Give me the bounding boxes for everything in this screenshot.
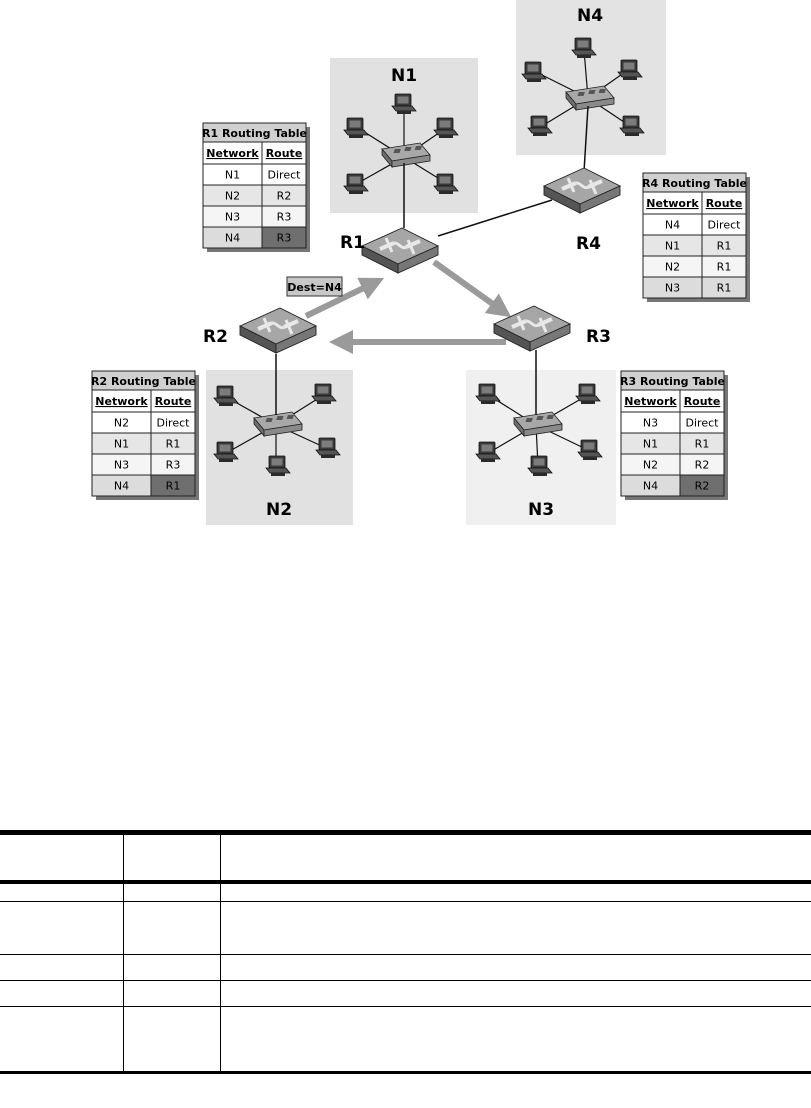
cell-network: N3 [114, 459, 129, 472]
table-row-divider [0, 901, 811, 902]
routing-table-title: R3 Routing Table [620, 375, 725, 388]
table-row: N4 R3 [202, 226, 307, 249]
router-r1-icon [360, 226, 440, 275]
cell-route: R1 [166, 438, 181, 451]
table-row: N2 R2 [620, 453, 725, 476]
cell-route: R1 [166, 480, 181, 493]
backbone-links [275, 105, 589, 415]
network-n3-label: N3 [528, 500, 554, 520]
router-r4-icon [542, 166, 622, 215]
cell-route: R3 [277, 232, 292, 245]
column-header-network: Network [624, 395, 677, 408]
router-r2-label: R2 [203, 327, 228, 347]
table-row: N4 R1 [91, 474, 196, 497]
table-row: N3 Direct [620, 411, 725, 434]
table-top-rule [0, 830, 811, 835]
cell-route: R3 [277, 211, 292, 224]
table-row-divider [0, 1006, 811, 1007]
table-row: N1 R1 [91, 432, 196, 455]
cell-route: R1 [717, 240, 732, 253]
table-row: N2 R2 [202, 184, 307, 207]
table-row: N1 R1 [642, 234, 747, 257]
cell-network: N2 [225, 190, 240, 203]
cell-network: N4 [643, 480, 658, 493]
table-row: N2 R1 [642, 255, 747, 278]
routing-table-title: R4 Routing Table [642, 177, 747, 190]
table-column-divider [220, 830, 221, 1074]
table-row: N3 R3 [202, 205, 307, 228]
cell-network: N4 [665, 219, 680, 232]
network-n4-label: N4 [577, 6, 603, 26]
column-header-route: Route [155, 395, 192, 408]
router-r1-label: R1 [340, 233, 365, 253]
column-header-route: Route [684, 395, 721, 408]
column-header-route: Route [266, 147, 303, 160]
cell-network: N4 [225, 232, 240, 245]
cell-route: R1 [717, 261, 732, 274]
table-bottom-rule [0, 1071, 811, 1074]
cell-network: N2 [643, 459, 658, 472]
column-header-network: Network [95, 395, 148, 408]
cell-route: Direct [686, 417, 720, 430]
table-row: N3 R3 [91, 453, 196, 476]
cell-route: R1 [695, 438, 710, 451]
packet-label: Dest=N4 [286, 276, 343, 297]
cell-network: N2 [665, 261, 680, 274]
empty-data-table [0, 830, 811, 1074]
cell-network: N4 [114, 480, 129, 493]
cell-route: R1 [717, 282, 732, 295]
cell-route: Direct [268, 169, 302, 182]
routing-table-title: R2 Routing Table [91, 375, 196, 388]
table-row: N1 R1 [620, 432, 725, 455]
table-column-divider [123, 830, 124, 1074]
table-row: N4 R2 [620, 474, 725, 497]
svg-text:Dest=N4: Dest=N4 [287, 281, 342, 294]
network-n1-label: N1 [391, 66, 417, 86]
column-header-route: Route [706, 197, 743, 210]
cell-network: N1 [114, 438, 129, 451]
column-header-network: Network [206, 147, 259, 160]
table-row: N1 Direct [202, 163, 307, 186]
packet-path-arrows [304, 259, 512, 354]
cell-route: R3 [166, 459, 181, 472]
cell-route: Direct [708, 219, 742, 232]
network-n2-label: N2 [266, 500, 292, 520]
cell-network: N1 [665, 240, 680, 253]
table-header-rule [0, 880, 811, 884]
cell-network: N1 [643, 438, 658, 451]
routing-table-title: R1 Routing Table [202, 127, 307, 140]
cell-route: R2 [277, 190, 292, 203]
table-row: N2 Direct [91, 411, 196, 434]
cell-network: N3 [643, 417, 658, 430]
router-r3-label: R3 [586, 327, 611, 347]
cell-route: R2 [695, 480, 710, 493]
router-r2-icon [238, 306, 318, 355]
cell-route: R2 [695, 459, 710, 472]
router-r4-label: R4 [576, 234, 601, 254]
cell-network: N3 [225, 211, 240, 224]
cell-route: Direct [157, 417, 191, 430]
column-header-network: Network [646, 197, 699, 210]
table-row: N3 R1 [642, 276, 747, 299]
cell-network: N1 [225, 169, 240, 182]
cell-network: N2 [114, 417, 129, 430]
cell-network: N3 [665, 282, 680, 295]
table-row-divider [0, 980, 811, 981]
table-row-divider [0, 954, 811, 955]
routing-loop-diagram: N1 N4 N2 N3 [91, 0, 750, 525]
table-row: N4 Direct [642, 213, 747, 236]
